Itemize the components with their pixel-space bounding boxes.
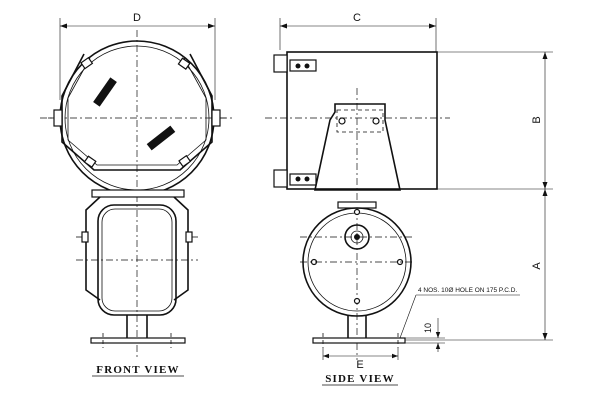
side-view-title: SIDE VIEW: [322, 373, 398, 386]
front-bracket: [76, 189, 198, 348]
dimension-b-label: B: [531, 116, 543, 123]
side-lamp-body: [265, 51, 450, 360]
front-lamp-head: [40, 30, 235, 360]
side-base: [312, 316, 406, 348]
front-view: D: [40, 12, 235, 377]
dimension-10: 10: [405, 318, 445, 352]
front-view-title: FRONT VIEW: [92, 364, 184, 377]
dimension-a: A: [405, 189, 553, 341]
dimension-e: E: [322, 348, 399, 371]
side-view: C: [265, 12, 553, 386]
dimension-c-label: C: [353, 12, 361, 24]
dimension-b: B: [437, 51, 553, 190]
dimension-e-label: E: [356, 359, 363, 371]
hole-note: 4 NOS. 10Ø HOLE ON 175 P.C.D.: [399, 287, 520, 339]
hole-note-label: 4 NOS. 10Ø HOLE ON 175 P.C.D.: [418, 287, 517, 294]
front-view-label: FRONT VIEW: [96, 364, 179, 376]
dimension-10-label: 10: [423, 323, 433, 333]
side-yoke: [314, 103, 401, 209]
dimension-a-label: A: [531, 262, 543, 270]
side-view-label: SIDE VIEW: [325, 373, 395, 385]
dimension-d: D: [59, 12, 216, 100]
side-housing: [300, 207, 414, 317]
dimension-d-label: D: [133, 12, 141, 24]
dimension-c: C: [279, 12, 437, 52]
